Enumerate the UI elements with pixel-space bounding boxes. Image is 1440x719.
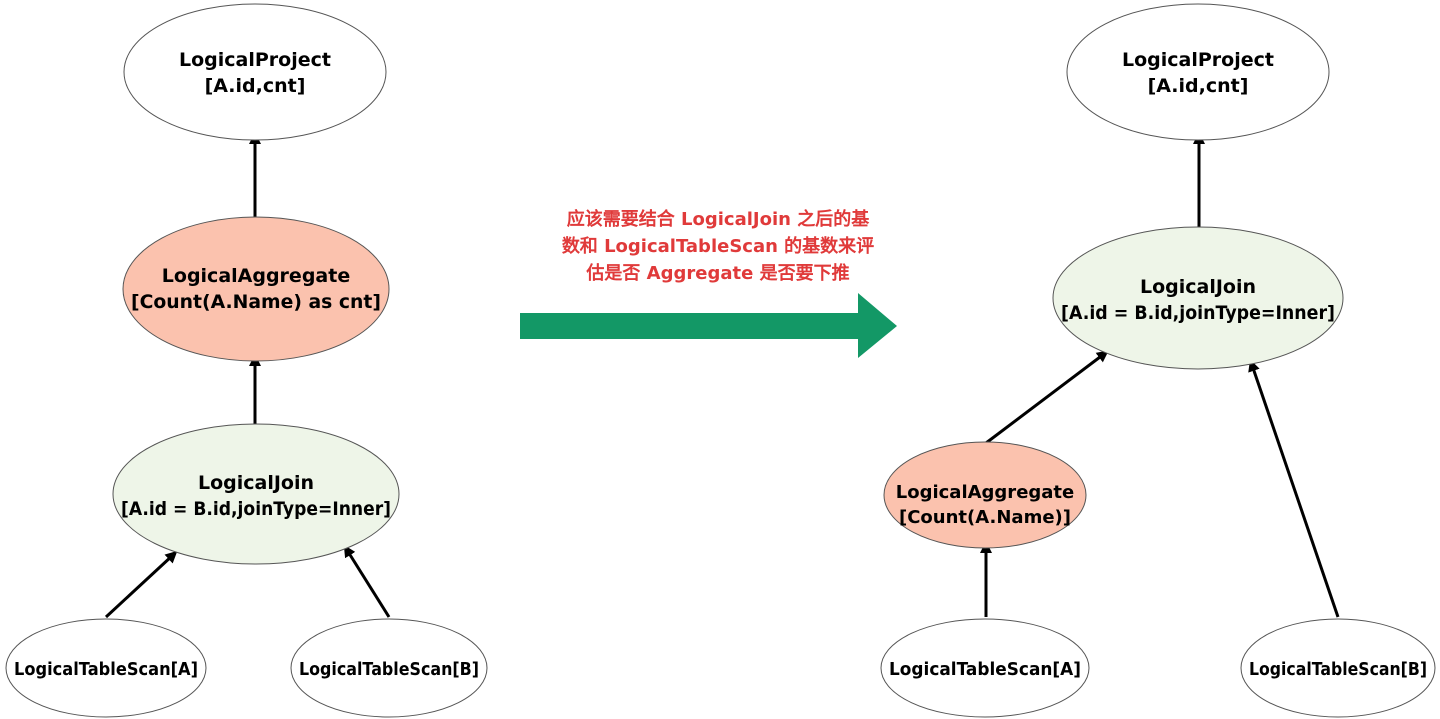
transform-arrow-icon [520,293,897,358]
right-scan-a-node: LogicalTableScan[A] [880,618,1090,718]
left-join-title: LogicalJoin [198,472,314,494]
right-project-detail: [A.id,cnt] [1148,75,1249,97]
left-aggregate-node: LogicalAggregate [Count(A.Name) as cnt] [122,216,390,362]
edge-right-scan-b-to-join [1248,359,1340,618]
left-scan-b-label: LogicalTableScan[B] [299,659,479,680]
right-project-node: LogicalProject [A.id,cnt] [1066,3,1330,141]
right-scan-a-label: LogicalTableScan[A] [889,659,1081,680]
right-join-title: LogicalJoin [1140,276,1256,298]
annotation-line-3: 估是否 Aggregate 是否要下推 [585,262,849,284]
annotation-line-1: 应该需要结合 LogicalJoin 之后的基 [567,208,870,230]
right-aggregate-node: LogicalAggregate [Count(A.Name)] [883,441,1087,549]
edge-right-agg-to-join [985,350,1109,445]
right-scan-b-label: LogicalTableScan[B] [1249,659,1427,680]
left-project-node: LogicalProject [A.id,cnt] [123,3,387,141]
left-project-title: LogicalProject [179,49,331,71]
left-join-detail: [A.id = B.id,joinType=Inner] [121,498,391,520]
left-scan-a-node: LogicalTableScan[A] [5,618,207,718]
right-join-node: LogicalJoin [A.id = B.id,joinType=Inner] [1052,226,1344,370]
left-join-node: LogicalJoin [A.id = B.id,joinType=Inner] [112,423,400,565]
right-join-detail: [A.id = B.id,joinType=Inner] [1061,302,1335,324]
left-aggregate-title: LogicalAggregate [162,265,350,287]
right-aggregate-detail: [Count(A.Name)] [899,507,1071,528]
right-scan-b-node: LogicalTableScan[B] [1240,618,1436,718]
edge-left-scan-b-to-join [343,544,391,618]
left-project-detail: [A.id,cnt] [205,75,306,97]
left-aggregate-detail: [Count(A.Name) as cnt] [131,291,381,313]
right-project-title: LogicalProject [1122,49,1274,71]
left-scan-a-label: LogicalTableScan[A] [14,659,198,680]
annotation-text: 应该需要结合 LogicalJoin 之后的基 数和 LogicalTableS… [562,208,874,284]
right-aggregate-title: LogicalAggregate [896,482,1075,503]
left-scan-b-node: LogicalTableScan[B] [290,618,488,718]
annotation-line-2: 数和 LogicalTableScan 的基数来评 [562,235,874,257]
edge-left-scan-a-to-join [104,550,178,619]
